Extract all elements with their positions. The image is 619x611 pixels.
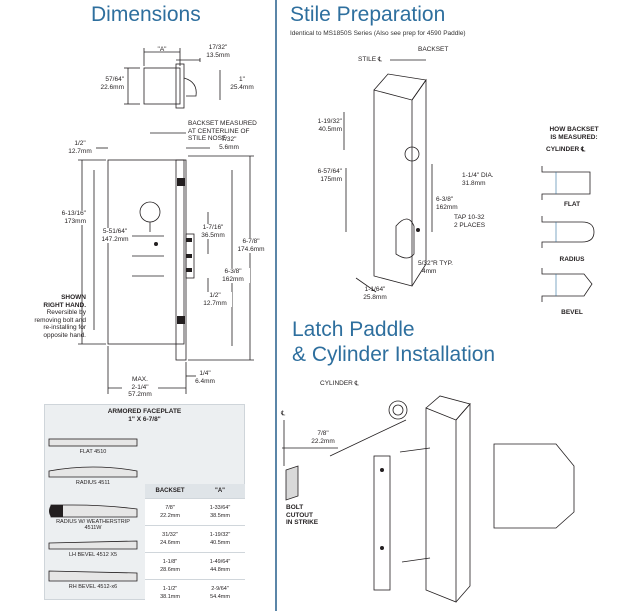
cylinder-hole: [139, 201, 161, 223]
section-divider: [275, 0, 277, 611]
dim-5-51-64: 5-51/64"147.2mm: [98, 228, 132, 243]
faceplate-outline: [175, 159, 187, 361]
backset-table: BACKSET "A" 7/8"22.2mm 1-33/64"38.5mm 31…: [145, 484, 245, 606]
dim-6-3-8: 6-3/8"162mm: [216, 268, 250, 283]
radius-4511-label: RADIUS 4511: [75, 480, 111, 486]
lh-bevel-label: LH BEVEL 4512 X5: [68, 552, 118, 558]
lock-body-outline: [107, 159, 185, 345]
dim-a-label: "A": [157, 46, 167, 53]
rh-bevel-shape: [48, 570, 138, 582]
latch-centerline-mark: ℄: [281, 410, 286, 417]
bevel-label: BEVEL: [561, 309, 583, 316]
cylinder-centerline-label: CYLINDER ℄: [546, 146, 586, 153]
stile-centerline-label: STILE ℄: [358, 56, 383, 63]
stile-dim-1-1-64: 1-1/64"25.8mm: [363, 286, 387, 301]
stile-radius-note: 5/32"R TYP.4mm: [418, 260, 453, 275]
stile-backset-label: BACKSET: [418, 46, 449, 53]
dim-top-left: 57/64"22.6mm: [100, 76, 124, 91]
radius-profile: [541, 216, 595, 248]
flat-4510-label: FLAT 4510: [79, 449, 107, 455]
stile-side: [411, 78, 427, 287]
dimensions-title: Dimensions: [91, 3, 201, 26]
dim-half-bottom: 1/2"12.7mm: [198, 292, 232, 307]
top-view-latch: [183, 77, 197, 97]
stile-preparation-title: Stile Preparation: [290, 3, 446, 26]
dim-top-right: 1"25.4mm: [230, 76, 254, 91]
table-row: 1-1/8"28.6mm 1-49/64"44.8mm: [145, 552, 245, 580]
cylinder: [388, 400, 408, 420]
table-row: 7/8"22.2mm 1-33/64"38.5mm: [145, 498, 245, 526]
dim-6-13-16: 6-13/16"173mm: [52, 210, 86, 225]
flat-label: FLAT: [563, 201, 581, 208]
faceplate-shapes: [48, 438, 138, 582]
paddle-handle: [493, 443, 575, 529]
dim-quarter: 1/4"6.4mm: [195, 370, 215, 385]
stile-subtitle: Identical to MS1850S Series (Also see pr…: [290, 30, 466, 37]
table-cell: 1-19/32"40.5mm: [195, 525, 245, 553]
stile-dim-6-57-64: 6-57/64"175mm: [304, 168, 342, 183]
latch-stile-side: [455, 402, 471, 603]
latch-title-line1: Latch Paddle: [292, 318, 415, 341]
latch-cylinder-centerline: CYLINDER ℄: [320, 380, 359, 387]
latch-title-line2: & Cylinder Installation: [292, 343, 496, 366]
radius-shape: [48, 466, 138, 478]
stile-top: [373, 73, 427, 101]
stile-cutout: [395, 218, 415, 259]
table-cell: 1-1/8"28.6mm: [145, 552, 195, 580]
table-cell: 31/32"24.6mm: [145, 525, 195, 553]
latch-stile-front: [425, 407, 457, 603]
stile-cylinder-hole: [404, 146, 420, 162]
strike: [285, 465, 299, 501]
armored-faceplate: [373, 455, 391, 591]
radius-label: RADIUS: [559, 256, 585, 263]
table-cell: 7/8"22.2mm: [145, 498, 195, 526]
latch-dim-7-8: 7/8"22.2mm: [306, 430, 340, 445]
table-cell: 1-49/64"44.8mm: [195, 552, 245, 580]
stile-dim-6-3-8: 6-3/8"162mm: [436, 196, 458, 211]
dim-1-7-16: 1-7/16"36.5mm: [196, 224, 230, 239]
rh-bevel-label: RH BEVEL 4512-x6: [68, 584, 118, 590]
flat-shape: [48, 438, 138, 447]
radius-weatherstrip-shape: [50, 504, 138, 518]
table-row: 31/32"24.6mm 1-19/32"40.5mm: [145, 525, 245, 553]
col-header-a: "A": [195, 484, 245, 499]
table-cell: 1-33/64"38.5mm: [195, 498, 245, 526]
lh-bevel-shape: [48, 540, 138, 550]
top-view-body: [143, 67, 181, 105]
dim-faceplate-width: 17/32"13.5mm: [206, 44, 230, 59]
dim-max: MAX.2-1/4"57.2mm: [122, 376, 158, 399]
col-header-backset: BACKSET: [145, 484, 195, 499]
stile-dim-1-1-4: 1-1/4" DIA. 31.8mm: [462, 172, 494, 187]
table-header-row: BACKSET "A": [145, 484, 245, 499]
shown-right-hand-note: SHOWN RIGHT HAND. Reversible by removing…: [34, 294, 86, 339]
table-row: 1-1/2"38.1mm 2-9/64"54.4mm: [145, 579, 245, 606]
stile-front-face: [373, 89, 413, 287]
stile-dim-1-19-32: 1-19/32"40.5mm: [317, 118, 342, 133]
flat-profile: [541, 166, 591, 200]
dim-half-top: 1/2"12.7mm: [68, 140, 92, 155]
dim-seven-32: 7/32"5.6mm: [219, 136, 239, 151]
dim-6-7-8: 6-7/8"174.6mm: [234, 238, 268, 253]
table-cell: 1-1/2"38.1mm: [145, 579, 195, 606]
table-cell: 2-9/64"54.4mm: [195, 579, 245, 606]
bevel-profile: [541, 268, 593, 302]
